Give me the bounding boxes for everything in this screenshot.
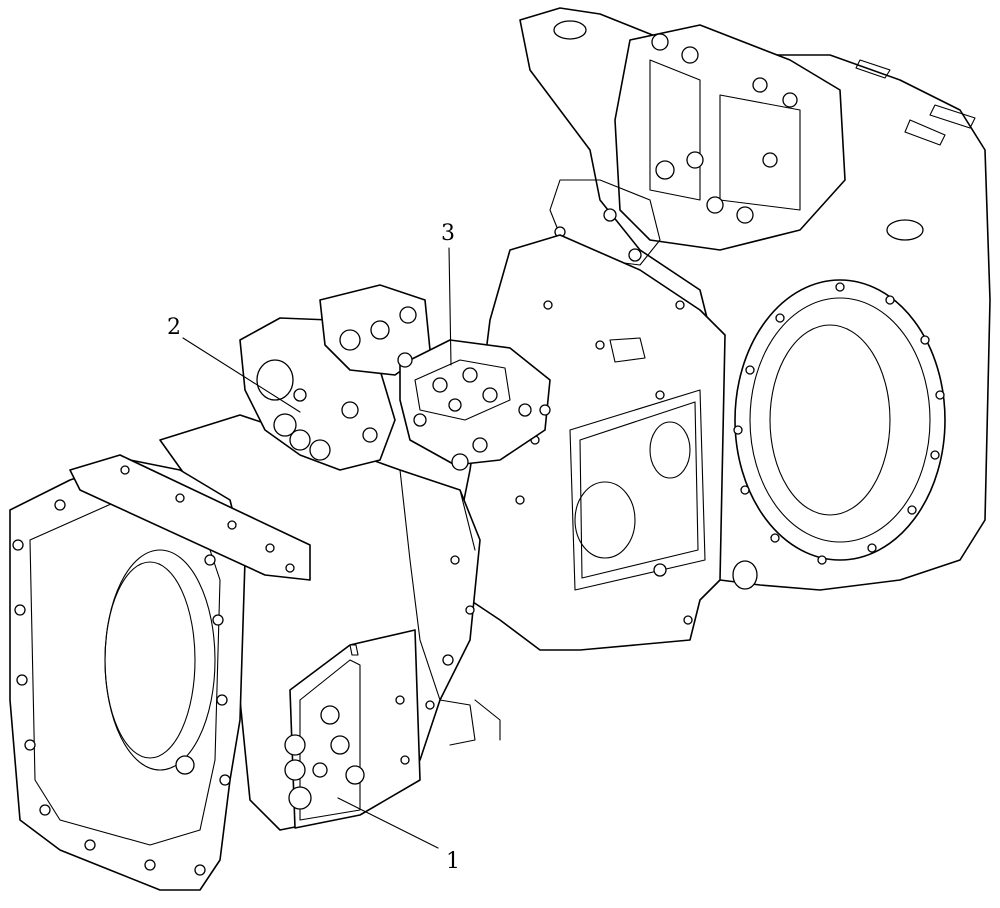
callout-2: 2 xyxy=(167,315,181,340)
top-hydraulic-valve-assembly xyxy=(549,24,846,266)
callout-1: 1 xyxy=(446,849,460,874)
valve-block-2 xyxy=(239,284,431,471)
valve-block-3 xyxy=(397,339,551,471)
axle-flange-bolt-holes xyxy=(733,282,945,565)
valve-block-1 xyxy=(284,629,421,829)
front-bell-housing xyxy=(9,454,311,891)
callout-3: 3 xyxy=(441,221,455,246)
leader-line-3 xyxy=(448,247,452,366)
leader-line-2 xyxy=(182,337,301,413)
leader-line-1 xyxy=(337,797,439,849)
leader-lines xyxy=(182,247,452,849)
